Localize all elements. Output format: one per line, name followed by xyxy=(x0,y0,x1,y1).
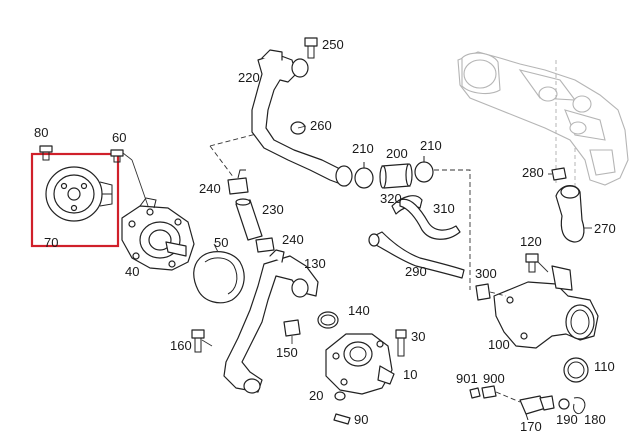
connector-part-901[interactable] xyxy=(469,387,481,399)
callout-90[interactable]: 90 xyxy=(354,412,368,427)
outlet-housing-part-100[interactable] xyxy=(489,265,599,349)
callout-40[interactable]: 40 xyxy=(125,264,139,279)
callout-250[interactable]: 250 xyxy=(322,37,344,52)
callout-210-right[interactable]: 210 xyxy=(420,138,442,153)
sensor-part-170[interactable] xyxy=(519,395,555,421)
bolt-part-80[interactable] xyxy=(39,145,53,161)
callout-130[interactable]: 130 xyxy=(304,256,326,271)
callout-200[interactable]: 200 xyxy=(386,146,408,161)
hose-part-230[interactable] xyxy=(235,198,263,241)
o-ring-part-110[interactable] xyxy=(563,357,589,383)
callout-300[interactable]: 300 xyxy=(475,266,497,281)
plug-part-900[interactable] xyxy=(481,385,521,403)
clip-part-150[interactable] xyxy=(283,319,301,344)
callout-310[interactable]: 310 xyxy=(433,201,455,216)
pulley-part-70[interactable] xyxy=(45,166,113,222)
callout-240-upper[interactable]: 240 xyxy=(199,181,221,196)
water-pump-part-40[interactable] xyxy=(121,159,195,271)
coolant-pipe-part-220[interactable] xyxy=(251,49,353,187)
gasket-part-50[interactable] xyxy=(193,243,245,304)
bolt-part-30[interactable] xyxy=(395,329,407,357)
hose-part-200[interactable] xyxy=(379,163,413,189)
callout-60[interactable]: 60 xyxy=(112,130,126,145)
reference-assembly-ghost xyxy=(457,51,629,190)
hose-part-290[interactable] xyxy=(368,231,465,279)
callout-120[interactable]: 120 xyxy=(520,234,542,249)
callout-270[interactable]: 270 xyxy=(594,221,616,236)
highlight-box xyxy=(30,152,120,248)
clip-part-180[interactable] xyxy=(573,397,586,415)
coolant-pipe-part-130[interactable] xyxy=(223,249,319,394)
callout-160[interactable]: 160 xyxy=(170,338,192,353)
clamp-part-210-right[interactable] xyxy=(414,156,471,290)
hose-part-310[interactable] xyxy=(399,198,461,240)
ref-line-220b xyxy=(209,145,235,179)
bolt-part-250[interactable] xyxy=(304,37,318,59)
callout-10[interactable]: 10 xyxy=(403,367,417,382)
seal-part-190[interactable] xyxy=(558,398,570,410)
callout-210-left[interactable]: 210 xyxy=(352,141,374,156)
callout-280[interactable]: 280 xyxy=(522,165,544,180)
callout-290[interactable]: 290 xyxy=(405,264,427,279)
callout-240-lower[interactable]: 240 xyxy=(282,232,304,247)
callout-901[interactable]: 901 xyxy=(456,371,478,386)
callout-100[interactable]: 100 xyxy=(488,337,510,352)
pin-part-90[interactable] xyxy=(333,413,351,425)
callout-180[interactable]: 180 xyxy=(584,412,606,427)
callout-190[interactable]: 190 xyxy=(556,412,578,427)
callout-30[interactable]: 30 xyxy=(411,329,425,344)
callout-50[interactable]: 50 xyxy=(214,235,228,250)
callouts: 80 60 70 40 50 220 250 260 240 230 240 1… xyxy=(34,37,616,434)
clamp-part-210-left[interactable] xyxy=(354,162,374,189)
callout-320[interactable]: 320 xyxy=(380,191,402,206)
hose-part-270[interactable] xyxy=(555,185,592,243)
bolt-part-160[interactable] xyxy=(191,329,213,353)
o-ring-part-140[interactable] xyxy=(317,311,339,329)
clip-part-300[interactable] xyxy=(475,283,491,301)
bolt-part-60[interactable] xyxy=(110,149,133,163)
bolt-part-260[interactable] xyxy=(297,125,307,129)
callout-900[interactable]: 900 xyxy=(483,371,505,386)
clamp-part-240-lower[interactable] xyxy=(255,237,275,253)
washer-part-20[interactable] xyxy=(334,391,346,401)
callout-150[interactable]: 150 xyxy=(276,345,298,360)
thermostat-housing-part-10[interactable] xyxy=(325,333,395,395)
ref-line-220 xyxy=(209,133,257,147)
callout-220[interactable]: 220 xyxy=(238,70,260,85)
callout-70[interactable]: 70 xyxy=(44,235,58,250)
callout-80[interactable]: 80 xyxy=(34,125,48,140)
clamp-part-240-upper[interactable] xyxy=(227,169,249,195)
callout-20[interactable]: 20 xyxy=(309,388,323,403)
bolt-part-280[interactable] xyxy=(548,167,567,181)
callout-110[interactable]: 110 xyxy=(594,359,615,374)
bolt-part-120[interactable] xyxy=(525,253,549,273)
callout-230[interactable]: 230 xyxy=(262,202,284,217)
callout-140[interactable]: 140 xyxy=(348,303,370,318)
callout-260[interactable]: 260 xyxy=(310,118,332,133)
callout-170[interactable]: 170 xyxy=(520,419,542,434)
